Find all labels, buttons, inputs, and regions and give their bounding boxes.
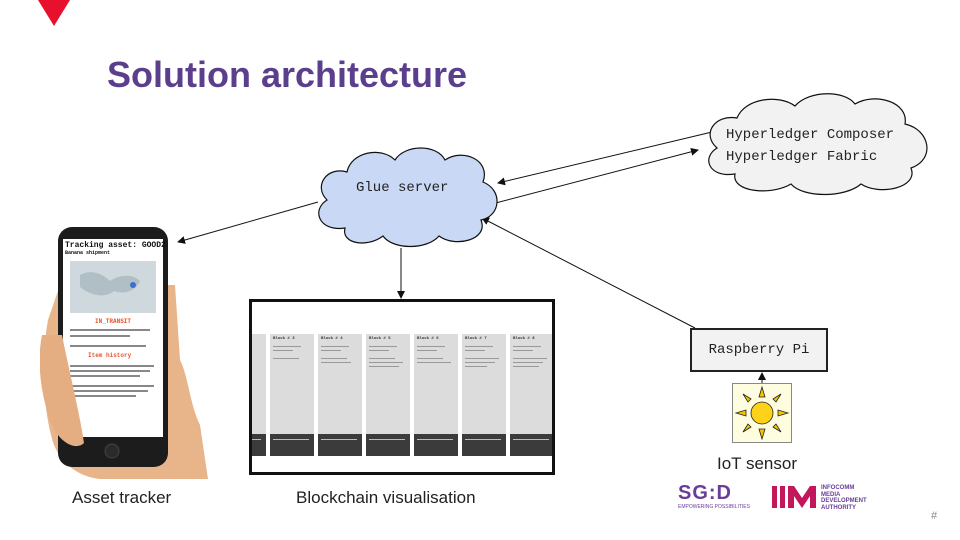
block-card: Block # 8 bbox=[510, 334, 552, 456]
glue-server-cloud bbox=[318, 147, 498, 247]
phone-history-heading: Item history bbox=[88, 352, 132, 359]
block-title: Block # 5 bbox=[369, 337, 391, 341]
hand-and-phone-image bbox=[39, 227, 208, 479]
phone-asset-title: Tracking asset: GOOD2 bbox=[65, 241, 166, 250]
arrow-hyperledger-to-glue bbox=[497, 131, 713, 186]
sun-icon bbox=[734, 385, 790, 441]
asset-tracker-caption: Asset tracker bbox=[72, 488, 172, 507]
block-title: Block # 8 bbox=[513, 337, 535, 341]
raspberry-pi-box: Raspberry Pi bbox=[690, 328, 828, 372]
block-card: Block # 4 bbox=[318, 334, 362, 456]
iot-sensor-caption: IoT sensor bbox=[717, 454, 798, 473]
imda-line-2: MEDIA bbox=[821, 491, 841, 498]
block-title: Block # 3 bbox=[273, 337, 295, 341]
imda-line-3: DEVELOPMENT bbox=[821, 498, 867, 504]
block-title: Block # 7 bbox=[465, 337, 487, 341]
block-card: Block # 3 bbox=[270, 334, 314, 456]
raspberry-pi-label: Raspberry Pi bbox=[708, 342, 810, 358]
imda-logo-text: INFOCOMM MEDIA DEVELOPMENT AUTHORITY bbox=[821, 485, 867, 511]
corner-marker bbox=[38, 0, 70, 26]
arrow-glue-to-phone bbox=[177, 201, 319, 244]
arrow-pi-to-glue bbox=[481, 217, 696, 329]
phone-in-hand: Tracking asset: GOOD2 Banana shipment IN… bbox=[39, 225, 210, 480]
imda-line-1: INFOCOMM bbox=[821, 485, 855, 491]
block-card: Block # 6 bbox=[414, 334, 458, 456]
blockchain-visualisation: Block # 3 Block # 4 Block # 5 Block # 6 … bbox=[249, 299, 555, 475]
hyperledger-composer-label: Hyperledger Composer bbox=[726, 127, 895, 143]
blockchain-visualisation-caption: Blockchain visualisation bbox=[296, 488, 476, 507]
glue-server-label: Glue server bbox=[356, 180, 449, 196]
block-card: Block # 7 bbox=[462, 334, 506, 456]
block-title: Block # 4 bbox=[321, 337, 343, 341]
block-title: Block # 6 bbox=[417, 337, 439, 341]
phone-asset-subtitle: Banana shipment bbox=[65, 250, 111, 256]
sgd-logo-text: SG:D bbox=[678, 482, 732, 504]
hyperledger-cloud bbox=[708, 93, 928, 196]
sgd-logo: SG:D EMPOWERING POSSIBILITIES bbox=[678, 482, 750, 510]
imda-mark-icon bbox=[772, 486, 816, 508]
hyperledger-fabric-label: Hyperledger Fabric bbox=[726, 149, 878, 165]
phone-status: IN_TRANSIT bbox=[95, 318, 132, 325]
page-number: # bbox=[931, 510, 938, 522]
slide-title: Solution architecture bbox=[107, 54, 468, 95]
sgd-logo-tagline: EMPOWERING POSSIBILITIES bbox=[678, 504, 750, 510]
block-partial bbox=[252, 334, 266, 456]
imda-logo bbox=[772, 484, 816, 515]
block-card: Block # 5 bbox=[366, 334, 410, 456]
iot-sensor-box bbox=[732, 383, 792, 443]
imda-line-4: AUTHORITY bbox=[821, 504, 856, 511]
arrow-glue-to-hyperledger bbox=[487, 147, 699, 206]
